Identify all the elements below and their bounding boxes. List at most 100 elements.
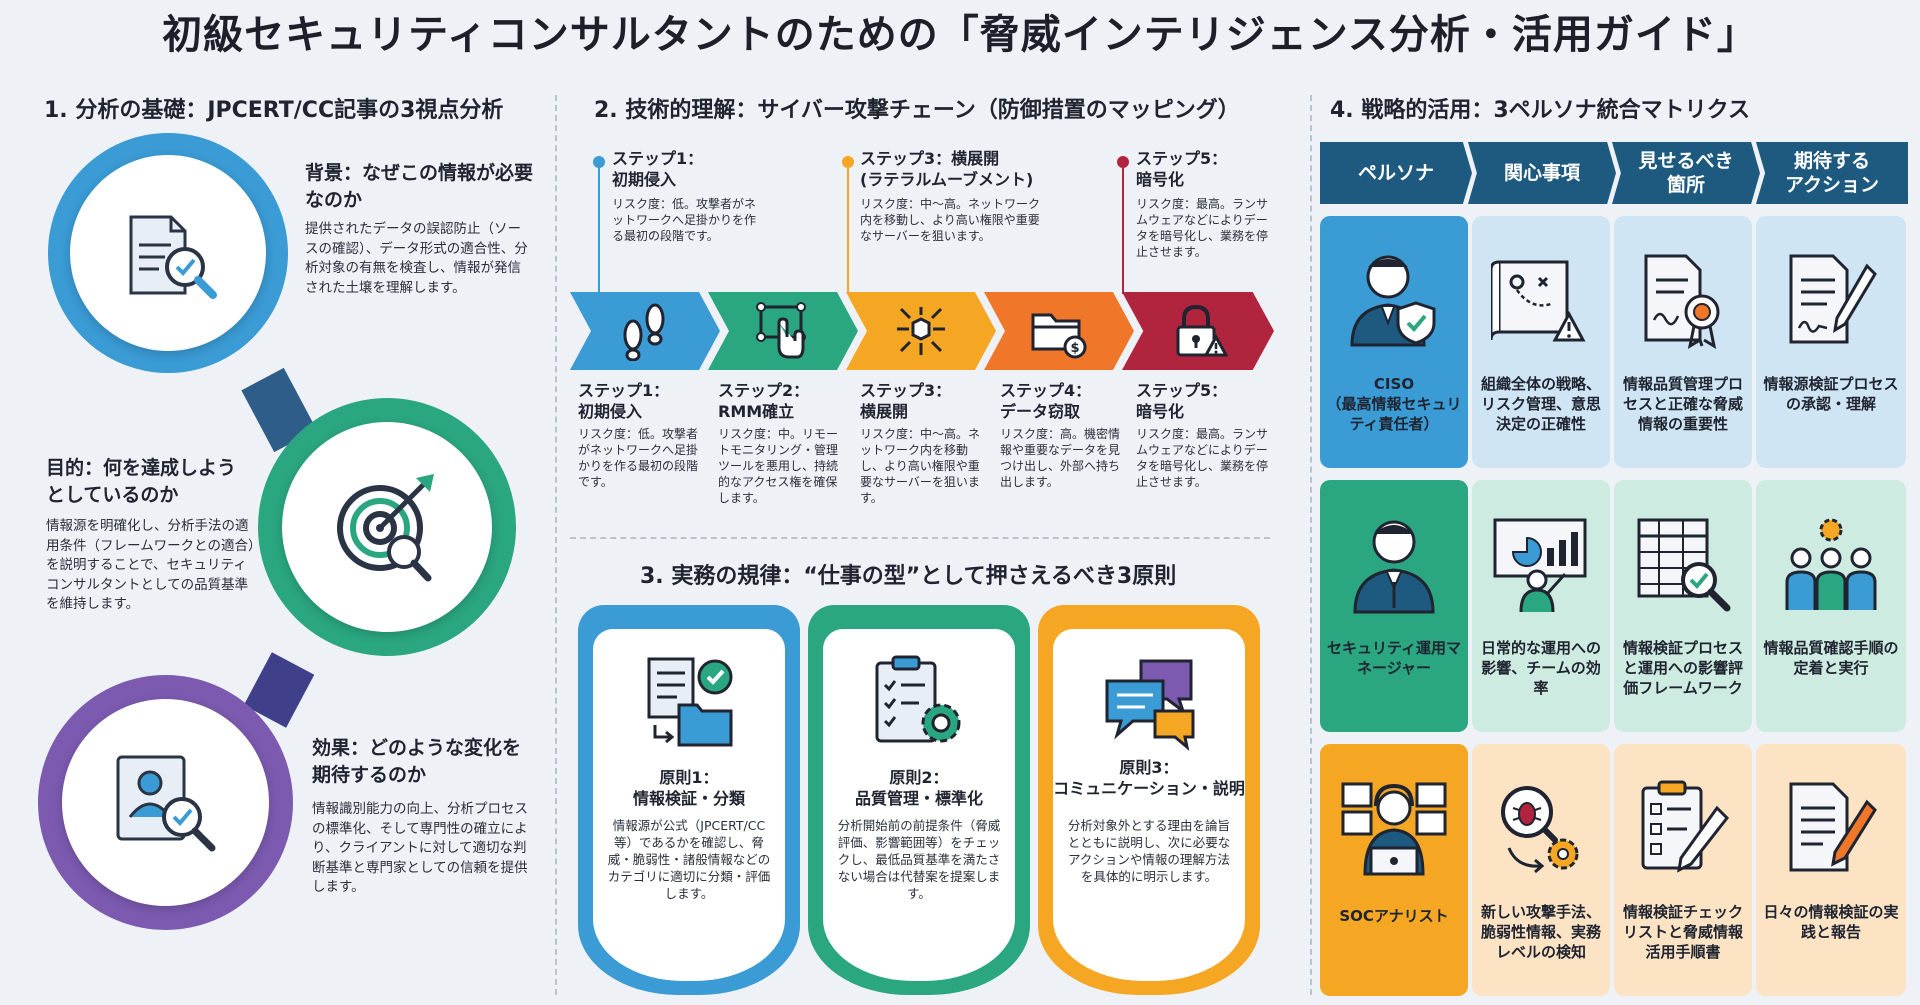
step3-desc: リスク度：中～高。ネットワーク内を移動し、より高い権限や重要なサーバーを狙います…: [860, 427, 981, 505]
section1-title: 1. 分析の基礎：JPCERT/CC記事の3視点分析: [44, 98, 504, 123]
section1-panel: 背景：なぜこの情報が必要なのか 提供されたデータの誤認防止（ソースの確認）、デー…: [0, 0, 560, 1005]
ciso-show-cell: 情報品質管理プロセスと正確な脅威情報の重要性: [1614, 216, 1752, 468]
manager-icon: [1353, 520, 1435, 614]
spreadsheet-search-icon: [1637, 518, 1731, 612]
section3-title: 3. 実務の規律：“仕事の型”として押さえるべき3原則: [640, 564, 1177, 589]
matrix-header-interest: 関心事項: [1468, 142, 1616, 204]
chain-step-1: [570, 292, 720, 370]
step5-top-line: [1122, 168, 1124, 294]
chain-step-3: [846, 292, 996, 370]
report-pen-icon: [1789, 782, 1877, 872]
chat-bubbles-icon: [1105, 659, 1195, 751]
principle-3-card: 原則3： コミュニケーション・説明 分析対象外とする理由を論旨とともに説明し、次…: [1038, 605, 1260, 995]
manager-persona-cell: セキュリティ運用マネージャー: [1320, 480, 1468, 732]
chain-step-2: [708, 292, 858, 370]
effect-circle: [38, 675, 293, 930]
soc-show-label: 情報検証チェックリストと脅威情報活用手順書: [1622, 903, 1743, 961]
purpose-heading: 目的：何を達成しようとしているのか: [46, 457, 237, 506]
footprints-icon: [623, 303, 665, 361]
network-spread-icon: [897, 307, 945, 355]
section4-title: 4. 戦略的活用：3ペルソナ統合マトリクス: [1330, 98, 1750, 123]
step2-title: ステップ2： RMM確立: [718, 381, 810, 421]
step5-desc: リスク度：最高。ランサムウェアなどによりデータを暗号化し、業務を停止させます。: [1136, 427, 1269, 489]
step4-title: ステップ4： データ窃取: [1000, 381, 1092, 421]
strategy-map-icon: [1491, 260, 1586, 342]
step5-top-dot: [1117, 156, 1129, 168]
step1-top-line: [598, 168, 600, 294]
step1-title: ステップ1： 初期侵入: [578, 381, 670, 421]
step1-top-title: ステップ1： 初期侵入: [612, 149, 704, 189]
section2-title: 2. 技術的理解：サイバー攻撃チェーン（防御措置のマッピング）: [594, 98, 1240, 123]
divider-middle: [570, 537, 1270, 539]
matrix-header-action: 期待する アクション: [1756, 142, 1908, 204]
divider-left: [555, 95, 557, 995]
step1-top-desc: リスク度：低。攻撃者がネットワークへ足掛かりを作る最初の段階です。: [612, 197, 757, 243]
purpose-body: 情報源を明確化し、分析手法の適用条件（フレームワークとの適合）を説明することで、…: [46, 518, 255, 612]
manager-interest-label: 日常的な運用への影響、チームの効率: [1480, 639, 1601, 697]
manager-show-cell: 情報検証プロセスと運用への影響評価フレームワーク: [1614, 480, 1752, 732]
soc-interest-cell: 新しい攻撃手法、脆弱性情報、実務レベルの検知: [1472, 744, 1610, 996]
bug-search-icon: [1501, 786, 1579, 874]
purpose-circle: [258, 398, 516, 656]
principle-3-title: 原則3： コミュニケーション・説明: [1053, 758, 1245, 798]
sign-document-icon: [1789, 254, 1877, 344]
user-check-icon: [116, 755, 216, 852]
principle-2-title: 原則2： 品質管理・標準化: [854, 768, 983, 808]
principle-1-card: 原則1： 情報検証・分類 情報源が公式（JPCERT/CC等）であるかを確認し、…: [578, 605, 800, 995]
analyst-icon: [1341, 782, 1447, 876]
step5-title: ステップ5： 暗号化: [1136, 381, 1228, 421]
chain-step-4: $: [984, 292, 1134, 370]
principle-3-desc: 分析対象外とする理由を論旨とともに説明し、次に必要なアクションや情報の理解方法を…: [1067, 818, 1231, 884]
manager-interest-cell: 日常的な運用への影響、チームの効率: [1472, 480, 1610, 732]
step3-title: ステップ3： 横展開: [860, 381, 952, 421]
page-title: 初級セキュリティコンサルタントのための「脅威インテリジェンス分析・活用ガイド」: [162, 12, 1758, 58]
manager-show-label: 情報検証プロセスと運用への影響評価フレームワーク: [1622, 639, 1743, 697]
ciso-persona-cell: CISO （最高情報セキュリティ責任者）: [1320, 216, 1468, 468]
ciso-persona-label: CISO （最高情報セキュリティ責任者）: [1326, 375, 1462, 433]
step3-top-dot: [842, 156, 854, 168]
ciso-action-label: 情報源検証プロセスの承認・理解: [1763, 375, 1899, 413]
effect-body: 情報識別能力の向上、分析プロセスの標準化、そして専門性の確立により、クライアント…: [312, 801, 528, 895]
step5-top-desc: リスク度：最高。ランサムウェアなどによりデータを暗号化し、業務を停止させます。: [1136, 197, 1269, 259]
matrix-header-persona: ペルソナ: [1320, 142, 1472, 204]
step5-top-title: ステップ5： 暗号化: [1136, 149, 1228, 189]
step2-desc: リスク度：中。リモートモニタリング・管理ツールを悪用し、持続的なアクセス権を確保…: [718, 427, 839, 505]
principle-2-card: 原則2： 品質管理・標準化 分析開始前の前提条件（脅威評価、影響範囲等）をチェッ…: [808, 605, 1030, 995]
background-heading: 背景：なぜこの情報が必要なのか: [305, 162, 534, 211]
manager-action-cell: 情報品質確認手順の定着と実行: [1756, 480, 1906, 732]
checklist-gear-icon: [875, 655, 961, 743]
principle-1-desc: 情報源が公式（JPCERT/CC等）であるかを確認し、脅威・脆弱性・諸般情報など…: [607, 818, 771, 901]
checklist-pen-icon: [1641, 780, 1729, 873]
svg-text:$: $: [1070, 341, 1079, 356]
ciso-action-cell: 情報源検証プロセスの承認・理解: [1756, 216, 1906, 468]
remote-control-icon: [756, 302, 806, 359]
target-icon: [337, 474, 434, 582]
effect-heading: 効果：どのような変化を期待するのか: [312, 737, 522, 786]
document-search-icon: [129, 215, 217, 299]
ciso-interest-label: 組織全体の戦略、リスク管理、意思決定の正確性: [1480, 375, 1601, 433]
team-gear-icon: [1785, 518, 1877, 610]
matrix-header-row: ペルソナ 関心事項 見せるべき 箇所 期待する アクション: [1320, 142, 1908, 204]
background-circle: [48, 133, 288, 373]
lock-alert-icon: [1176, 304, 1228, 357]
manager-action-label: 情報品質確認手順の定着と実行: [1763, 639, 1899, 677]
ciso-show-label: 情報品質管理プロセスと正確な脅威情報の重要性: [1622, 375, 1743, 433]
step3-top-line: [847, 168, 849, 294]
document-folder-icon: [647, 657, 733, 747]
folder-money-icon: $: [1031, 313, 1087, 359]
certificate-icon: [1644, 254, 1720, 350]
step1-desc: リスク度：低。攻撃者がネットワークへ足掛かりを作る最初の段階です。: [578, 427, 699, 489]
step1-top-dot: [593, 156, 605, 168]
soc-persona-cell: SOCアナリスト: [1320, 744, 1468, 996]
presentation-icon: [1493, 518, 1587, 613]
step3-top-title: ステップ3：横展開 (ラテラルムーブメント): [860, 149, 1034, 189]
matrix-header-show: 見せるべき 箇所: [1612, 142, 1760, 204]
ciso-interest-cell: 組織全体の戦略、リスク管理、意思決定の正確性: [1472, 216, 1610, 468]
chain-step-5: [1122, 292, 1274, 370]
background-body: 提供されたデータの誤認防止（ソースの確認）、データ形式の適合性、分析対象の有無を…: [305, 221, 528, 296]
manager-persona-label: セキュリティ運用マネージャー: [1326, 639, 1462, 677]
soc-action-cell: 日々の情報検証の実践と報告: [1756, 744, 1906, 996]
soc-interest-label: 新しい攻撃手法、脆弱性情報、実務レベルの検知: [1480, 903, 1601, 961]
soc-show-cell: 情報検証チェックリストと脅威情報活用手順書: [1614, 744, 1752, 996]
step3-top-desc: リスク度：中～高。ネットワーク内を移動し、より高い権限や重要なサーバーを狙います…: [860, 197, 1041, 243]
